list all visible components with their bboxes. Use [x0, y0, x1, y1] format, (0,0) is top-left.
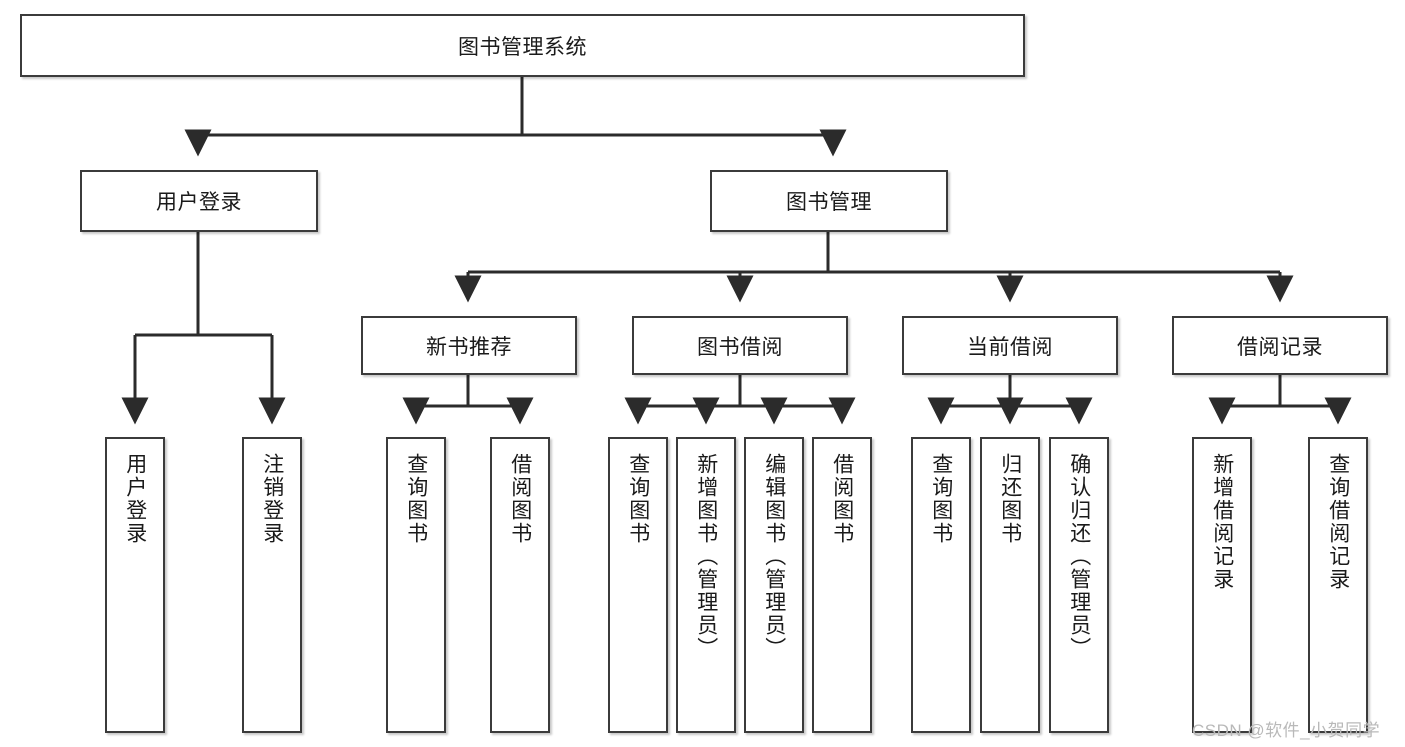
leaf-query-borrow-record[interactable]: 查询借阅记录 — [1308, 437, 1368, 733]
node-label: 确认归还（管理员） — [1067, 453, 1091, 660]
node-label: 新书推荐 — [426, 335, 512, 359]
leaf-query-books-borrow[interactable]: 查询图书 — [608, 437, 668, 733]
leaf-add-book-admin[interactable]: 新增图书（管理员） — [676, 437, 736, 733]
leaf-user-login[interactable]: 用户登录 — [105, 437, 165, 733]
node-label: 图书借阅 — [697, 335, 783, 359]
leaf-borrow-books-recommend[interactable]: 借阅图书 — [490, 437, 550, 733]
node-label: 查询图书 — [404, 453, 428, 545]
node-label: 编辑图书（管理员） — [762, 453, 786, 660]
node-label: 归还图书 — [998, 453, 1022, 545]
node-label: 查询图书 — [929, 453, 953, 545]
node-root-system[interactable]: 图书管理系统 — [20, 14, 1025, 77]
node-label: 注销登录 — [260, 453, 284, 545]
node-label: 借阅图书 — [508, 453, 532, 545]
node-label: 查询借阅记录 — [1326, 453, 1350, 591]
node-user-login[interactable]: 用户登录 — [80, 170, 318, 232]
node-borrow-records[interactable]: 借阅记录 — [1172, 316, 1388, 375]
leaf-logout[interactable]: 注销登录 — [242, 437, 302, 733]
leaf-add-borrow-record[interactable]: 新增借阅记录 — [1192, 437, 1252, 733]
node-current-borrowing[interactable]: 当前借阅 — [902, 316, 1118, 375]
node-label: 借阅记录 — [1237, 335, 1323, 359]
node-label: 用户登录 — [123, 453, 147, 545]
node-label: 新增借阅记录 — [1210, 453, 1234, 591]
node-label: 图书管理系统 — [458, 35, 587, 59]
node-label: 新增图书（管理员） — [694, 453, 718, 660]
leaf-edit-book-admin[interactable]: 编辑图书（管理员） — [744, 437, 804, 733]
node-label: 图书管理 — [786, 191, 872, 214]
leaf-query-books-current[interactable]: 查询图书 — [911, 437, 971, 733]
node-label: 用户登录 — [156, 191, 242, 214]
leaf-return-books[interactable]: 归还图书 — [980, 437, 1040, 733]
watermark-credit: CSDN @软件_小贺同学 — [1192, 721, 1381, 740]
node-label: 当前借阅 — [967, 335, 1053, 359]
leaf-borrow-books[interactable]: 借阅图书 — [812, 437, 872, 733]
node-label: 借阅图书 — [830, 453, 854, 545]
leaf-query-books-recommend[interactable]: 查询图书 — [386, 437, 446, 733]
node-new-book-recommendation[interactable]: 新书推荐 — [361, 316, 577, 375]
leaf-confirm-return-admin[interactable]: 确认归还（管理员） — [1049, 437, 1109, 733]
node-book-borrowing[interactable]: 图书借阅 — [632, 316, 848, 375]
node-book-management[interactable]: 图书管理 — [710, 170, 948, 232]
node-label: 查询图书 — [626, 453, 650, 545]
